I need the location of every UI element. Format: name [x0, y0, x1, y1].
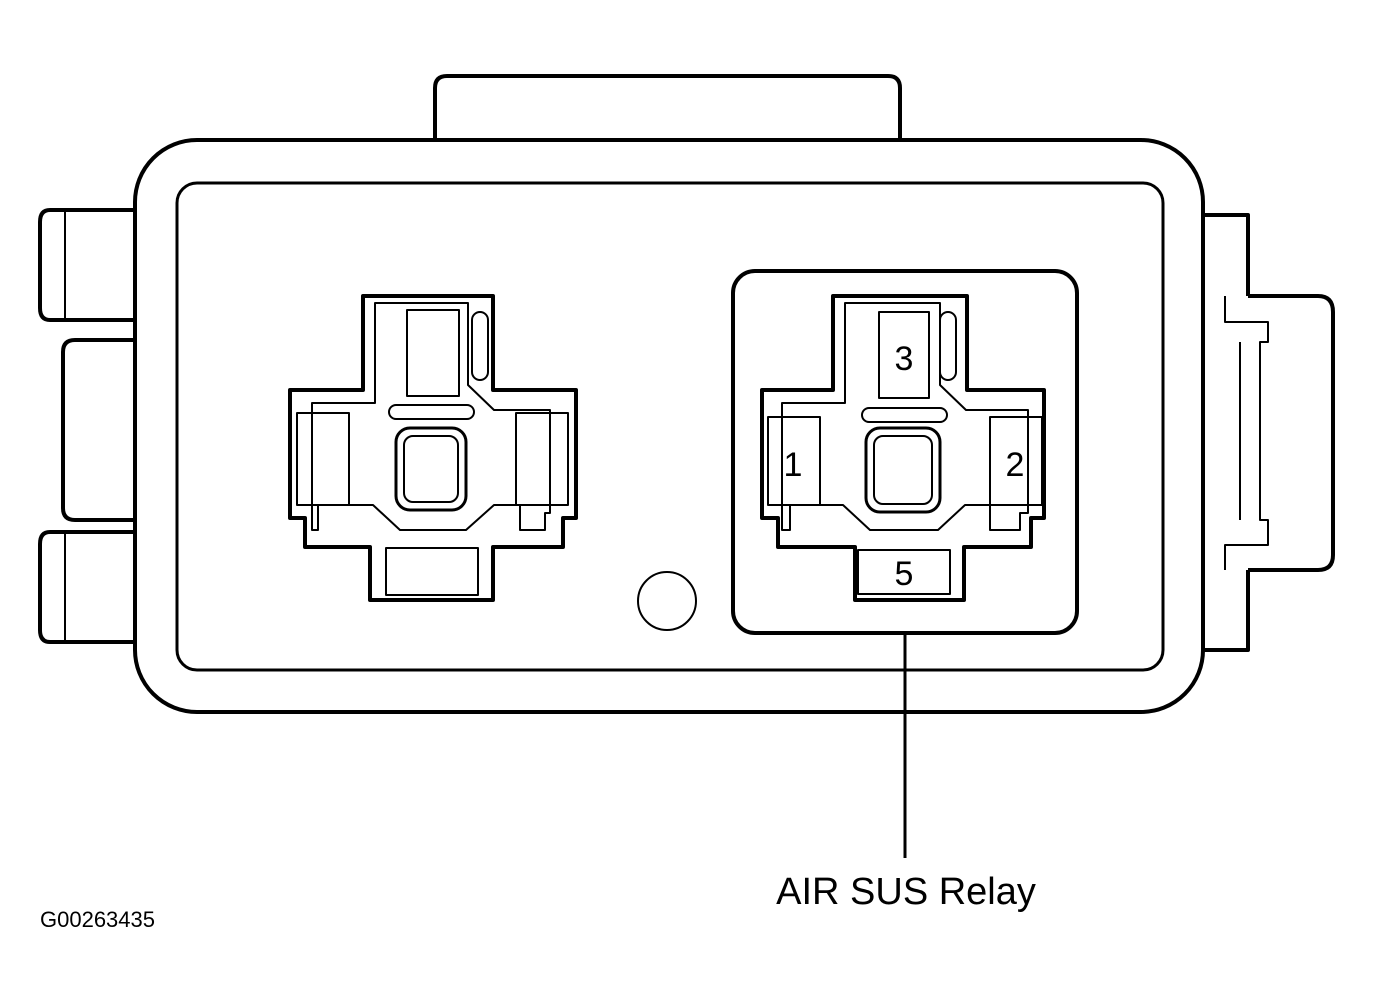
air-sus-relay-socket: 3 1 2 5: [731, 269, 1079, 635]
right-latch: [1203, 213, 1335, 652]
terminal-2-label: 2: [1006, 446, 1025, 484]
terminal-5-label: 5: [895, 555, 914, 593]
terminal-3-label: 3: [895, 340, 914, 378]
locating-hole: [637, 571, 697, 631]
figure-id: G00263435: [40, 907, 155, 932]
terminal-1: [767, 416, 821, 506]
terminal-5: [857, 549, 951, 595]
terminal-3: [878, 311, 930, 399]
left-tabs: [38, 208, 135, 644]
terminal-2: [989, 416, 1043, 506]
relay-box-outer: [133, 138, 1205, 714]
top-latch-tab: [433, 74, 902, 140]
terminal-1-label: 1: [784, 446, 803, 484]
relay-box-inner-frame: [175, 181, 1165, 672]
relay-callout-label: AIR SUS Relay: [776, 871, 1036, 913]
empty-relay-socket: [288, 294, 578, 602]
